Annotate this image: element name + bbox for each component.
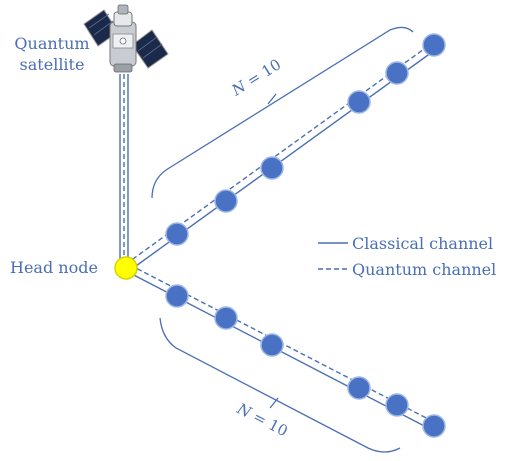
upper-node-3 <box>260 156 284 180</box>
upper-quantum-link <box>125 43 432 265</box>
head-node-label: Head node <box>10 258 98 277</box>
lower-chain-count-label: N = 10 <box>233 399 290 440</box>
legend-quantum-label: Quantum channel <box>352 260 496 279</box>
upper-node-6 <box>422 33 446 57</box>
lower-chain-brace <box>159 317 401 453</box>
lower-node-2 <box>214 306 238 330</box>
satellite-label-line1: Quantum <box>14 34 89 53</box>
upper-node-4 <box>347 90 371 114</box>
lower-brace-tick <box>269 397 279 409</box>
legend-classical-label: Classical channel <box>352 234 493 253</box>
lower-node-5 <box>385 393 409 417</box>
lower-node-1 <box>165 284 189 308</box>
upper-chain-count-label: N = 10 <box>228 55 284 100</box>
upper-node-2 <box>214 189 238 213</box>
head-node <box>114 256 138 280</box>
lower-node-4 <box>347 376 371 400</box>
satellite-label-line2: satellite <box>20 55 85 74</box>
upper-brace-tick <box>267 93 277 105</box>
upper-chain-brace <box>151 26 414 199</box>
upper-node-1 <box>165 222 189 246</box>
legend: Classical channel Quantum channel <box>318 234 496 279</box>
satellite-icon <box>83 4 169 73</box>
lower-node-3 <box>260 333 284 357</box>
lower-node-6 <box>422 414 446 438</box>
upper-node-5 <box>385 61 409 85</box>
